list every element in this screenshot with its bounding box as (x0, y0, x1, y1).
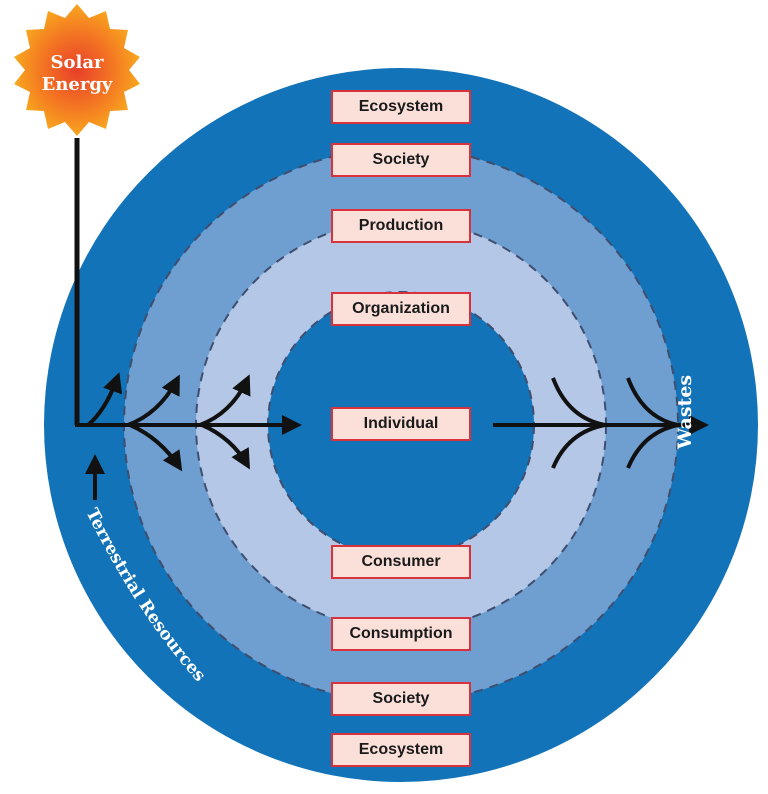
production-box: Production (331, 209, 471, 243)
ecosystem-top-box: Ecosystem (331, 90, 471, 124)
wastes-label: Wastes (674, 374, 696, 450)
input-branch-arrows (86, 372, 251, 472)
sun-icon (14, 4, 140, 136)
ecosystem-bottom-box: Ecosystem (331, 733, 471, 767)
society-top-box: Society (331, 143, 471, 177)
output-merge-arrows (551, 377, 679, 469)
solar-energy-label: Solar Energy (14, 52, 140, 96)
consumption-box: Consumption (331, 617, 471, 651)
individual-box: Individual (331, 407, 471, 441)
solar-energy-label-line1: Solar (50, 52, 104, 73)
organization-box: Organization (331, 292, 471, 326)
solar-energy-label-line2: Energy (41, 74, 113, 95)
consumer-box: Consumer (331, 545, 471, 579)
society-bottom-box: Society (331, 682, 471, 716)
